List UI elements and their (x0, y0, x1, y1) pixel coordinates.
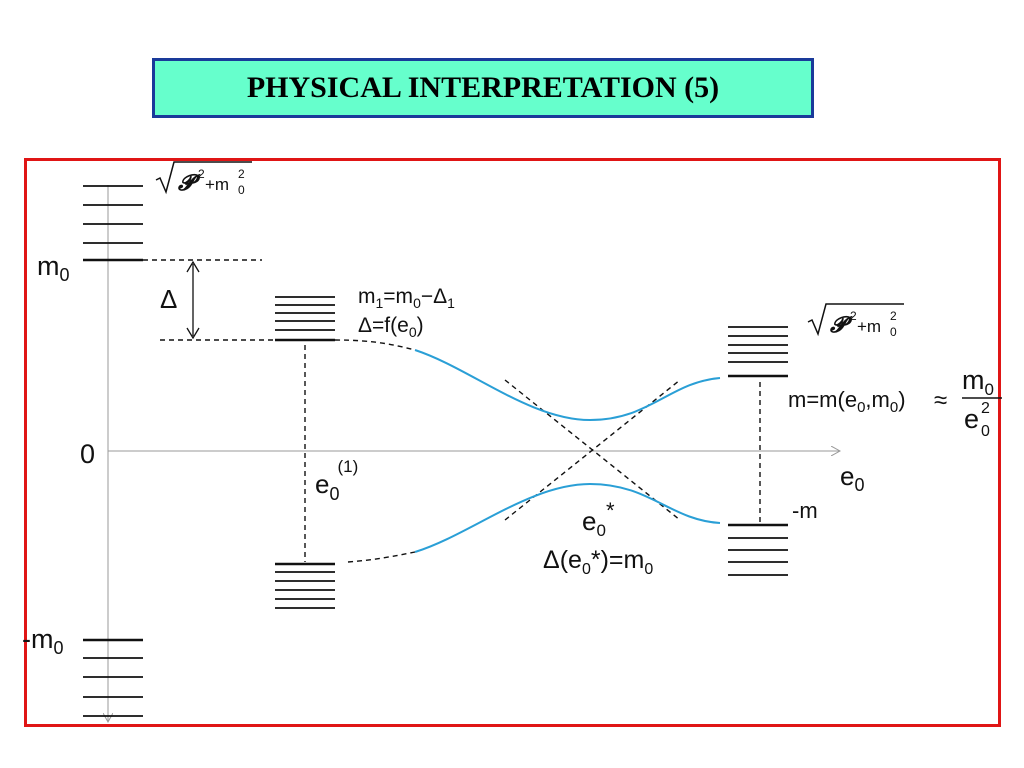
label-delta-f: Δ=f(e0) (358, 314, 424, 340)
level-stack-bottom-left (83, 638, 143, 717)
diagram-frame (24, 158, 1001, 727)
sqrt-expression-right: 𝓟 2 +m 2 0 (807, 303, 904, 339)
svg-text:+m: +m (857, 317, 881, 336)
label-delta: Δ (160, 284, 177, 314)
sqrt-expression-top-left: 𝓟 2 +m 2 0 (155, 161, 252, 197)
svg-text:2: 2 (238, 167, 245, 181)
lower-blue-curve (414, 482, 721, 553)
dashed-guides (143, 259, 761, 563)
level-stack-top-left (83, 185, 143, 262)
label-m0: m0 (37, 251, 70, 285)
svg-text:2: 2 (198, 167, 205, 181)
level-stack-upper-right (728, 326, 788, 378)
level-stack-lower-right (728, 523, 788, 576)
label-zero: 0 (80, 439, 95, 469)
label-neg-m0: -m0 (22, 624, 64, 658)
label-delta-e0-star: Δ(e0*)=m0 (543, 546, 653, 578)
level-stack-upper-middle (275, 296, 335, 342)
svg-text:+m: +m (205, 175, 229, 194)
label-e0-star: e0* (582, 498, 615, 540)
svg-text:m=m(e0,m0): m=m(e0,m0) (788, 387, 906, 416)
upper-blue-curve (414, 349, 721, 422)
svg-text:2: 2 (850, 309, 857, 323)
title-box: PHYSICAL INTERPRETATION (5) (152, 58, 814, 118)
mass-approximation: m=m(e0,m0) ≈ m0 e 2 0 (788, 365, 1002, 440)
label-neg-m: -m (792, 498, 818, 523)
slide-title: PHYSICAL INTERPRETATION (5) (246, 71, 720, 104)
svg-text:e: e (964, 404, 979, 434)
label-m1-equation: m1=m0−Δ1 (358, 285, 455, 311)
svg-text:m0: m0 (962, 365, 994, 399)
svg-text:≈: ≈ (934, 387, 947, 414)
label-e0-axis: e0 (840, 461, 864, 495)
svg-text:0: 0 (981, 423, 990, 440)
level-stack-lower-middle (275, 562, 335, 609)
svg-text:2: 2 (981, 400, 990, 417)
svg-text:0: 0 (890, 325, 897, 339)
label-e0-1: e0(1) (315, 457, 358, 504)
svg-text:2: 2 (890, 309, 897, 323)
svg-text:0: 0 (238, 183, 245, 197)
